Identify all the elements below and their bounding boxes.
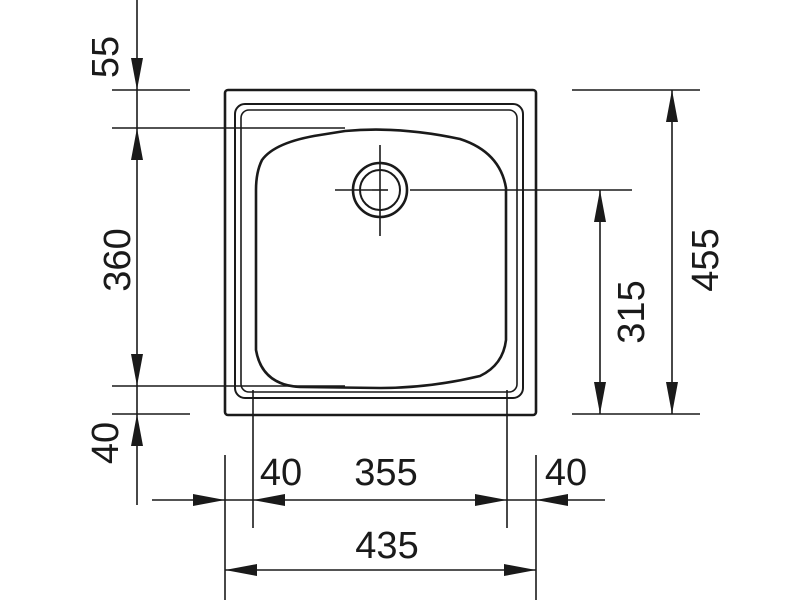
- label-total-depth: 455: [685, 228, 727, 291]
- sink-body: [223, 88, 538, 417]
- dimension-total-width: [225, 564, 536, 576]
- sink-bowl: [254, 128, 508, 390]
- label-drain-offset: 315: [611, 280, 653, 343]
- label-total-width: 435: [355, 525, 418, 567]
- label-bowl-width: 355: [354, 452, 417, 494]
- drain-icon: [335, 145, 632, 236]
- dimension-top-offset: [131, 0, 143, 128]
- label-right-offset: 40: [545, 452, 587, 494]
- sink-inner-rim: [234, 103, 524, 399]
- label-bottom-offset: 40: [85, 422, 127, 464]
- dimension-total-depth: [666, 90, 678, 414]
- label-left-offset: 40: [260, 452, 302, 494]
- label-top-offset: 55: [85, 36, 127, 78]
- dimension-width-chain: [152, 494, 605, 506]
- sink-outer-rim: [223, 88, 538, 417]
- dimension-drain-offset: [594, 190, 606, 414]
- sink-inner-rim-shadow: [240, 109, 518, 393]
- dimension-bottom-offset: [131, 386, 143, 505]
- label-bowl-depth: 360: [97, 228, 139, 291]
- extension-lines: [112, 89, 700, 600]
- dimension-bowl-depth: [131, 128, 143, 386]
